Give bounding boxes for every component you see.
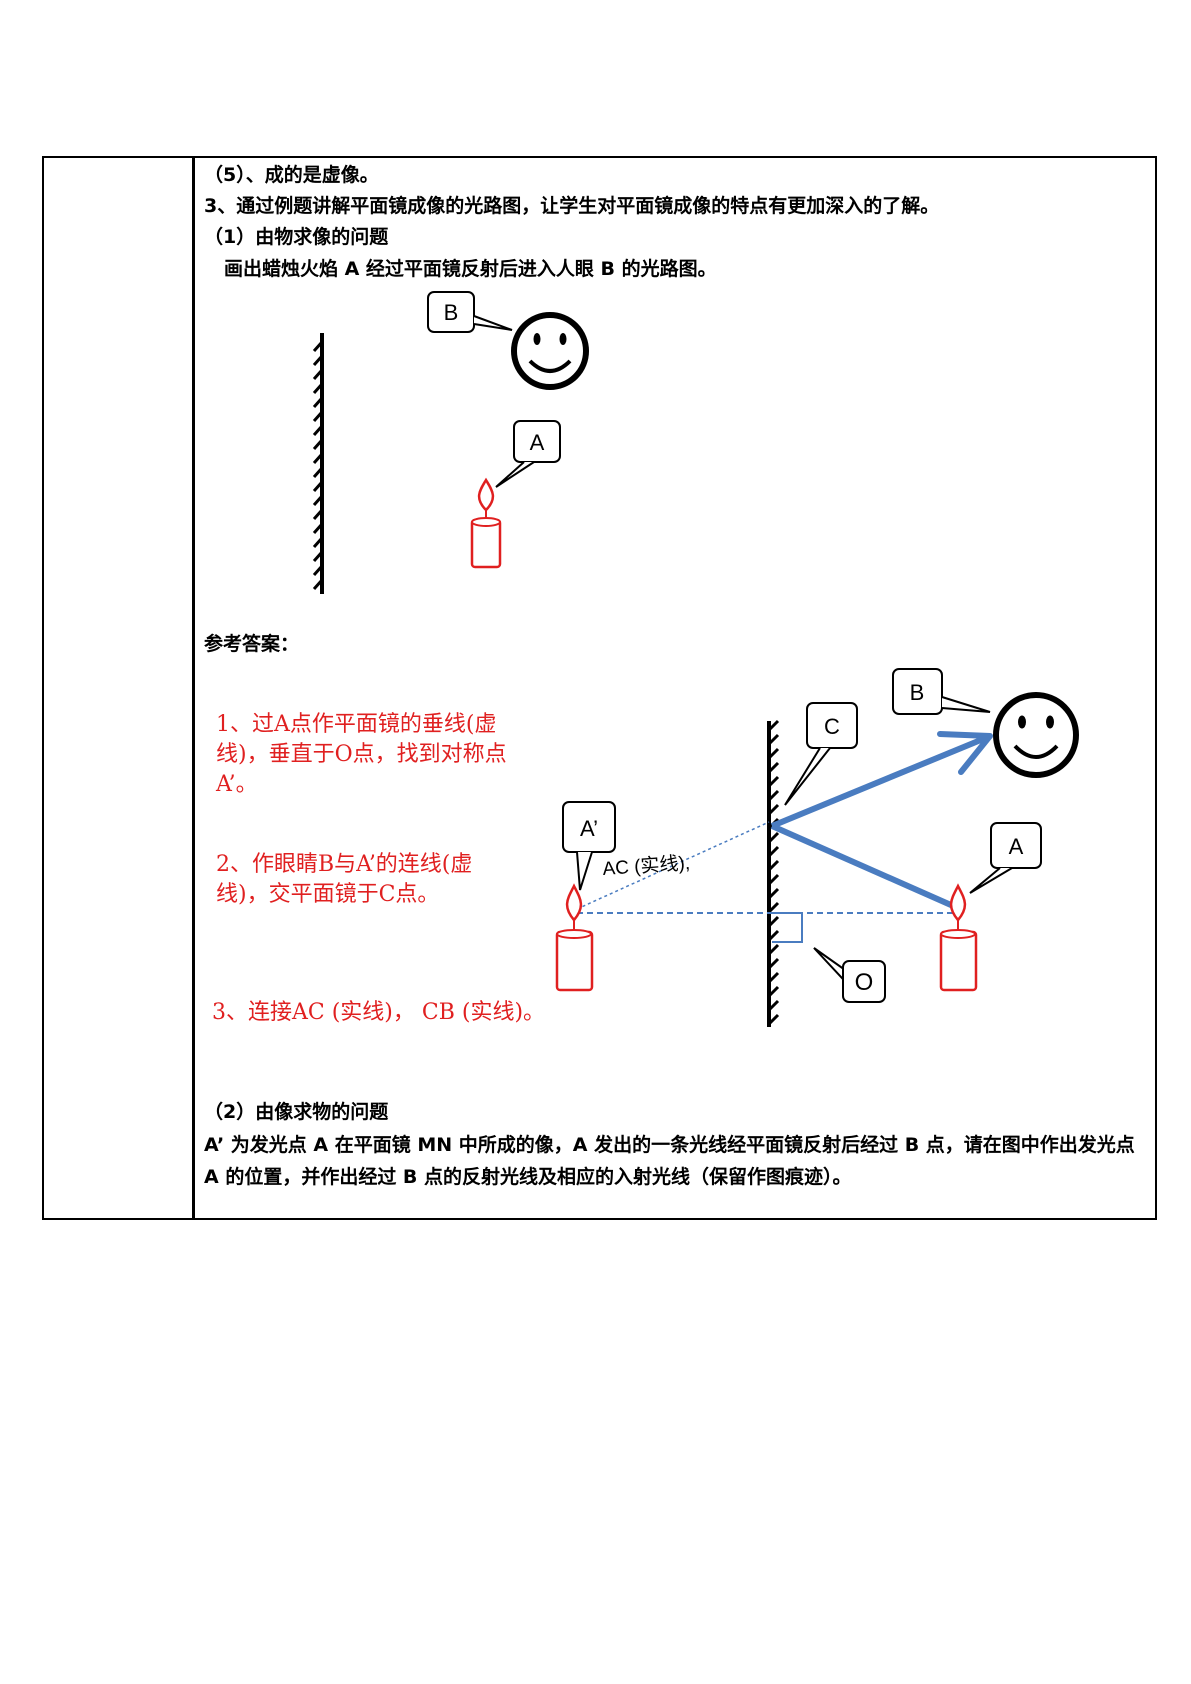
figure2-callout-a-prime: A’ xyxy=(562,801,616,891)
subheading-object-to-image: （1）由物求像的问题 xyxy=(204,226,389,248)
figure2-label-o: O xyxy=(855,969,874,996)
step-3: 3、连接AC (实线)， CB (实线)。 xyxy=(212,1000,546,1025)
figure1-eye-b xyxy=(511,312,589,390)
subheading-image-to-object: （2）由像求物的问题 xyxy=(204,1101,389,1123)
figure2-label-a-prime: A’ xyxy=(580,816,598,841)
question-1: 画出蜡烛火焰 A 经过平面镜反射后进入人眼 B 的光路图。 xyxy=(224,258,717,280)
figure2-dashed-b-to-a-prime xyxy=(576,821,770,910)
figure1-mirror xyxy=(312,333,324,594)
column-divider xyxy=(192,156,195,1220)
figure2-label-a: A xyxy=(1009,834,1024,859)
figure2-candle-a xyxy=(939,883,978,992)
table-frame xyxy=(42,156,1157,1220)
figure1-label-b: B xyxy=(444,300,459,325)
question-2: A’ 为发光点 A 在平面镜 MN 中所成的像，A 发出的一条光线经平面镜反射后… xyxy=(204,1134,1135,1188)
line-intro: 3、通过例题讲解平面镜成像的光路图，让学生对平面镜成像的特点有更加深入的了解。 xyxy=(204,195,940,217)
figure1-callout-a: A xyxy=(495,420,561,488)
figure2-ac-label: AC (实线), xyxy=(602,852,691,880)
step-1: 1、过A点作平面镜的垂线(虚线)，垂直于O点，找到对称点A’。 xyxy=(216,712,507,797)
figure2-mirror xyxy=(767,719,780,1027)
figure2-reflected-rays xyxy=(770,731,993,912)
figure2-label-b: B xyxy=(910,680,925,705)
figure2-eye-b xyxy=(993,692,1079,778)
figure1-callout-b: B xyxy=(427,291,513,333)
figure1-candle-a xyxy=(470,477,502,569)
figure2-callout-a: A xyxy=(969,822,1042,894)
figure2-callout-c: C xyxy=(784,702,858,806)
figure2-perpendicular xyxy=(577,912,960,943)
step-2: 2、作眼睛B与A’的连线(虚线)，交平面镜于C点。 xyxy=(216,852,473,907)
figure2-label-c: C xyxy=(824,714,840,739)
figure2-candle-a-prime xyxy=(555,883,594,992)
figure2-callout-b: B xyxy=(892,668,991,715)
figure1-label-a: A xyxy=(530,430,545,455)
figure2-callout-o: O xyxy=(813,947,886,1003)
line-virtual-image: （5）、成的是虚像。 xyxy=(204,164,379,186)
answer-heading: 参考答案： xyxy=(204,633,300,655)
